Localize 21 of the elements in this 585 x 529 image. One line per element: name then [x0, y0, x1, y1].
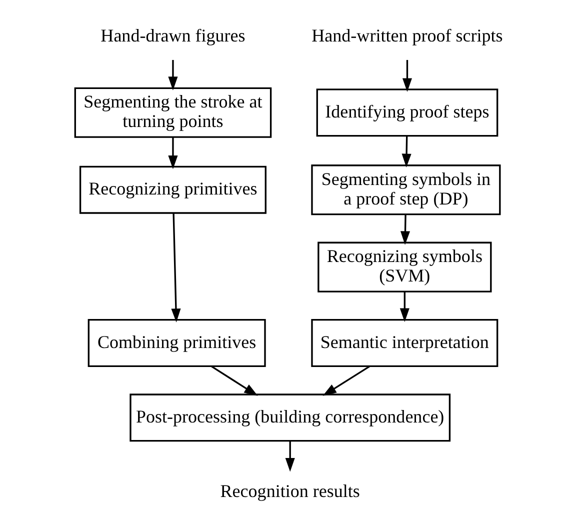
node-text: Hand-written proof scripts — [311, 25, 502, 46]
node-text: Hand-drawn figures — [100, 25, 245, 46]
node-box: Recognizing symbols (SVM) — [317, 242, 492, 292]
arrow — [399, 292, 409, 322]
arrow — [322, 366, 370, 396]
arrow — [402, 60, 412, 92]
arrow — [400, 214, 410, 245]
node-box: Recognizing primitives — [78, 166, 266, 214]
arrow — [168, 60, 178, 90]
node-box: Combining primitives — [87, 319, 266, 368]
node-box: Segmenting symbols in a proof step (DP) — [310, 164, 500, 216]
node-text: Recognition results — [220, 481, 360, 502]
node-box: Post-processing (building correspondence) — [129, 394, 450, 442]
node-box: Segmenting the stroke at turning points — [74, 87, 272, 138]
arrow — [170, 213, 180, 322]
node-box: Identifying proof steps — [316, 88, 498, 137]
arrow — [210, 366, 258, 396]
arrow — [168, 137, 178, 170]
arrow — [284, 440, 294, 472]
arrow — [401, 136, 411, 168]
node-box: Semantic interpretation — [310, 319, 498, 368]
